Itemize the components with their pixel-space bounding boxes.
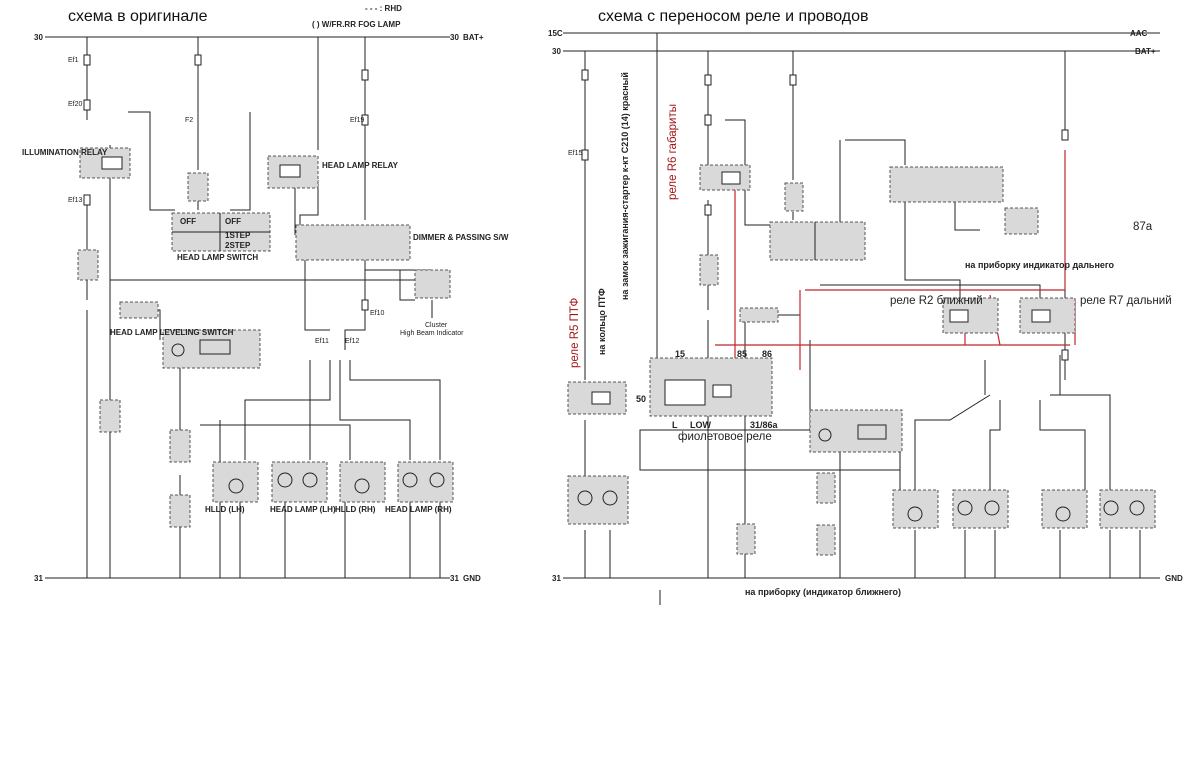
dimmer-passing-label: DIMMER & PASSING S/W xyxy=(413,233,509,242)
leveling-switch-label: HEAD LAMP LEVELING SWITCH xyxy=(110,328,234,337)
relay-r6-label: реле R6 габариты xyxy=(667,104,679,200)
hlld-lh-box-right xyxy=(892,489,939,529)
fuse-ef12: Ef12 xyxy=(345,338,360,345)
violet-pin-50: 50 xyxy=(636,394,646,404)
bat-right-label: 30 xyxy=(552,47,561,56)
hlld-rh-label: HLLD (RH) xyxy=(335,505,376,514)
left-title: схема в оригинале xyxy=(68,8,208,25)
switch-row-2step: 2STEP xyxy=(225,241,251,250)
gnd-tag: GND xyxy=(463,574,481,583)
hlld-rh-box-right xyxy=(1041,489,1088,529)
head-lamp-relay-label: HEAD LAMP RELAY xyxy=(322,161,399,170)
gnd-left-label: 31 xyxy=(34,574,43,583)
dimmer-passing-box-right xyxy=(889,166,1004,203)
right-diagram xyxy=(563,32,1160,605)
relay-r2-label: реле R2 ближний xyxy=(890,295,983,307)
head-lamp-rh-box xyxy=(397,461,454,503)
fuse-ef19: Ef19 xyxy=(350,117,365,124)
violet-pin-low: LOW xyxy=(690,420,711,430)
label-87a: 87a xyxy=(1133,221,1153,233)
violet-pin-85: 85 xyxy=(737,349,747,359)
illumination-relay-label: ILLUMINATION RELAY xyxy=(22,148,108,157)
fuse-ef20: Ef20 xyxy=(68,101,83,108)
cluster-label: Cluster xyxy=(425,322,448,329)
right-title: схема с переносом реле и проводов xyxy=(598,8,869,25)
labels: схема в оригинале схема с переносом реле… xyxy=(22,4,1183,597)
cluster-high-note: на приборку индикатор дальнего xyxy=(965,260,1115,270)
bat-right-tag: BAT+ xyxy=(1135,47,1156,56)
head-lamp-lh-label: HEAD LAMP (LH) xyxy=(270,505,336,514)
left-diagram xyxy=(45,36,454,579)
fog-ring-note: на кольцо ПТФ xyxy=(597,288,607,355)
hlld-lh-box xyxy=(212,461,259,503)
gnd-right-tag: GND xyxy=(1165,574,1183,583)
acc-tag: AAC xyxy=(1130,29,1148,38)
cluster-indicator-box-right xyxy=(1004,207,1039,235)
head-lamp-rh-label: HEAD LAMP (RH) xyxy=(385,505,452,514)
switch-col-off-2: OFF xyxy=(225,217,241,226)
violet-pin-15: 15 xyxy=(675,349,685,359)
cluster-low-note: на приборку (индикатор ближнего) xyxy=(745,587,901,597)
leveling-switch-box xyxy=(162,329,261,369)
gnd-end-label: 31 xyxy=(450,574,459,583)
violet-pin-86: 86 xyxy=(762,349,772,359)
high-beam-indicator-label: High Beam Indicator xyxy=(400,330,464,337)
head-lamp-lh-box xyxy=(271,461,328,503)
violet-pin-31-86a: 31/86a xyxy=(750,420,779,430)
head-lamp-lh-box-right xyxy=(952,489,1009,529)
fuse-ef1: Ef1 xyxy=(68,57,79,64)
head-lamp-switch-label: HEAD LAMP SWITCH xyxy=(177,253,258,262)
head-lamp-rh-box-right xyxy=(1099,489,1156,529)
rhd-legend: - - - : RHD xyxy=(365,4,402,13)
dimmer-passing-switch-box xyxy=(295,224,411,261)
bat-end-label: 30 xyxy=(450,33,459,42)
gnd-right-label: 31 xyxy=(552,574,561,583)
violet-pin-l: L xyxy=(672,420,678,430)
acc-left-label: 15C xyxy=(548,29,563,38)
fuse-f2: F2 xyxy=(185,117,193,124)
fuse-ef10: Ef10 xyxy=(370,310,385,317)
ignition-note: на замок зажигания-стартер к-кт C210 (14… xyxy=(620,72,630,300)
fuse-ef15: Ef15 xyxy=(568,150,583,157)
fog-lamp-note: ( ) W/FR.RR FOG LAMP xyxy=(312,20,401,29)
violet-relay-label: фиолетовое реле xyxy=(678,431,772,443)
leveling-switch-box-right xyxy=(809,409,903,453)
fuse-ef11: Ef11 xyxy=(315,338,329,345)
bat-left-label: 30 xyxy=(34,33,43,42)
head-lamp-switch-box-right xyxy=(769,221,866,261)
switch-col-off-1: OFF xyxy=(180,217,196,226)
relay-r2-box xyxy=(942,297,999,334)
hlld-rh-box xyxy=(339,461,386,503)
bat-tag: BAT+ xyxy=(463,33,484,42)
relay-r5-label: реле R5 ПТФ xyxy=(569,297,581,368)
relay-r7-label: реле R7 дальний xyxy=(1080,295,1172,307)
fuse-ef13: Ef13 xyxy=(68,197,83,204)
switch-row-1step: 1STEP xyxy=(225,231,251,240)
cluster-indicator-box xyxy=(414,269,451,299)
hlld-lh-label: HLLD (LH) xyxy=(205,505,245,514)
fog-lamps-box xyxy=(567,475,629,525)
